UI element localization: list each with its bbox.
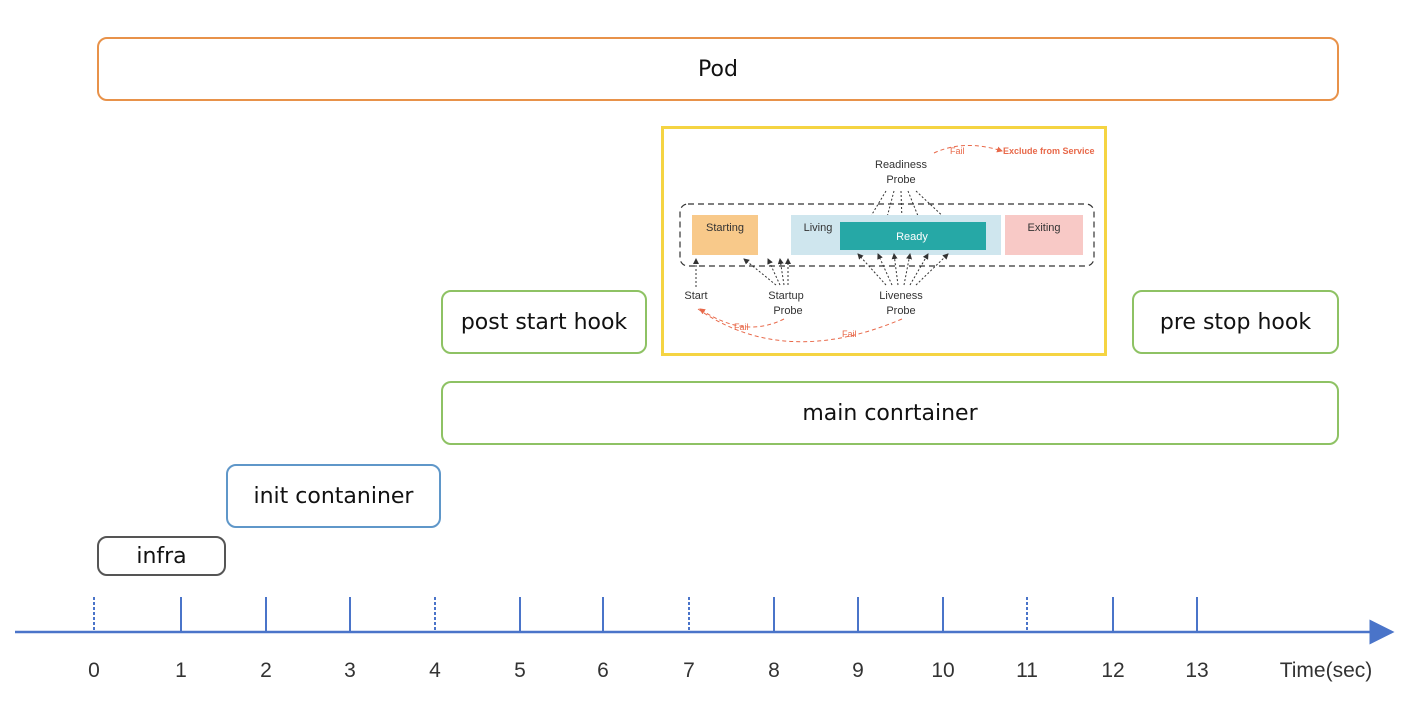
ready-state [840, 222, 986, 250]
lifecycle-frame [679, 203, 1095, 267]
pre-stop-hook-label: pre stop hook [1159, 309, 1312, 335]
fail-label-liveness: Fail [842, 329, 857, 339]
axis-tick-label: 10 [931, 659, 954, 682]
liveness-probe-label-2: Probe [886, 305, 915, 317]
axis-tick-label: 13 [1185, 659, 1208, 682]
liveness-probe-arrows [857, 253, 949, 286]
probe-diagram: Readiness Probe Fail Exclude from Servic… [679, 144, 1095, 343]
init-container-box: init contaniner [226, 464, 441, 528]
liveness-probe-label-1: Liveness [879, 290, 923, 302]
probe-diagram-inset: Readiness Probe Fail Exclude from Servic… [661, 126, 1107, 356]
infra-box: infra [97, 536, 226, 576]
ready-label: Ready [896, 231, 928, 243]
exiting-state [1005, 215, 1083, 255]
time-unit-label: Time(sec) [1280, 659, 1373, 682]
exclude-from-service-label: Exclude from Service [1003, 146, 1095, 156]
startup-probe-label-2: Probe [773, 305, 802, 317]
axis-tick-label: 3 [344, 659, 356, 682]
startup-probe-arrows [743, 258, 791, 286]
exiting-label: Exiting [1027, 222, 1060, 234]
axis-tick-label: 5 [514, 659, 526, 682]
infra-label: infra [136, 543, 187, 569]
axis-tick-label: 12 [1101, 659, 1124, 682]
liveness-fail-arrow [697, 308, 903, 343]
fail-label-startup: Fail [734, 322, 749, 332]
pod-label: Pod [698, 56, 738, 82]
start-label: Start [684, 290, 707, 302]
readiness-probe-label-1: Readiness [875, 159, 927, 171]
axis-tick-label: 4 [429, 659, 441, 682]
readiness-probe-label-2: Probe [886, 174, 915, 186]
axis-tick-label: 2 [260, 659, 272, 682]
axis-tick-label: 1 [175, 659, 187, 682]
exclude-arrow [933, 144, 1003, 154]
axis-tick-label: 6 [597, 659, 609, 682]
axis-tick-label: 0 [88, 659, 100, 682]
axis-tick-label: 9 [852, 659, 864, 682]
axis-tick-label: 8 [768, 659, 780, 682]
init-container-label: init contaniner [253, 483, 414, 509]
fail-label-top: Fail [950, 146, 965, 156]
starting-label: Starting [706, 222, 744, 234]
pre-stop-hook-box: pre stop hook [1132, 290, 1339, 354]
starting-state [692, 215, 758, 255]
startup-probe-label-1: Startup [768, 290, 803, 302]
axis-tick-label: 7 [683, 659, 695, 682]
pod-box: Pod [97, 37, 1339, 101]
post-start-hook-label: post start hook [460, 309, 628, 335]
main-container-label: main conrtainer [802, 400, 978, 426]
post-start-hook-box: post start hook [441, 290, 647, 354]
axis-tick-label: 11 [1016, 659, 1038, 682]
main-container-box: main conrtainer [441, 381, 1339, 445]
startup-fail-arrow [699, 308, 785, 328]
living-label: Living [804, 222, 833, 234]
